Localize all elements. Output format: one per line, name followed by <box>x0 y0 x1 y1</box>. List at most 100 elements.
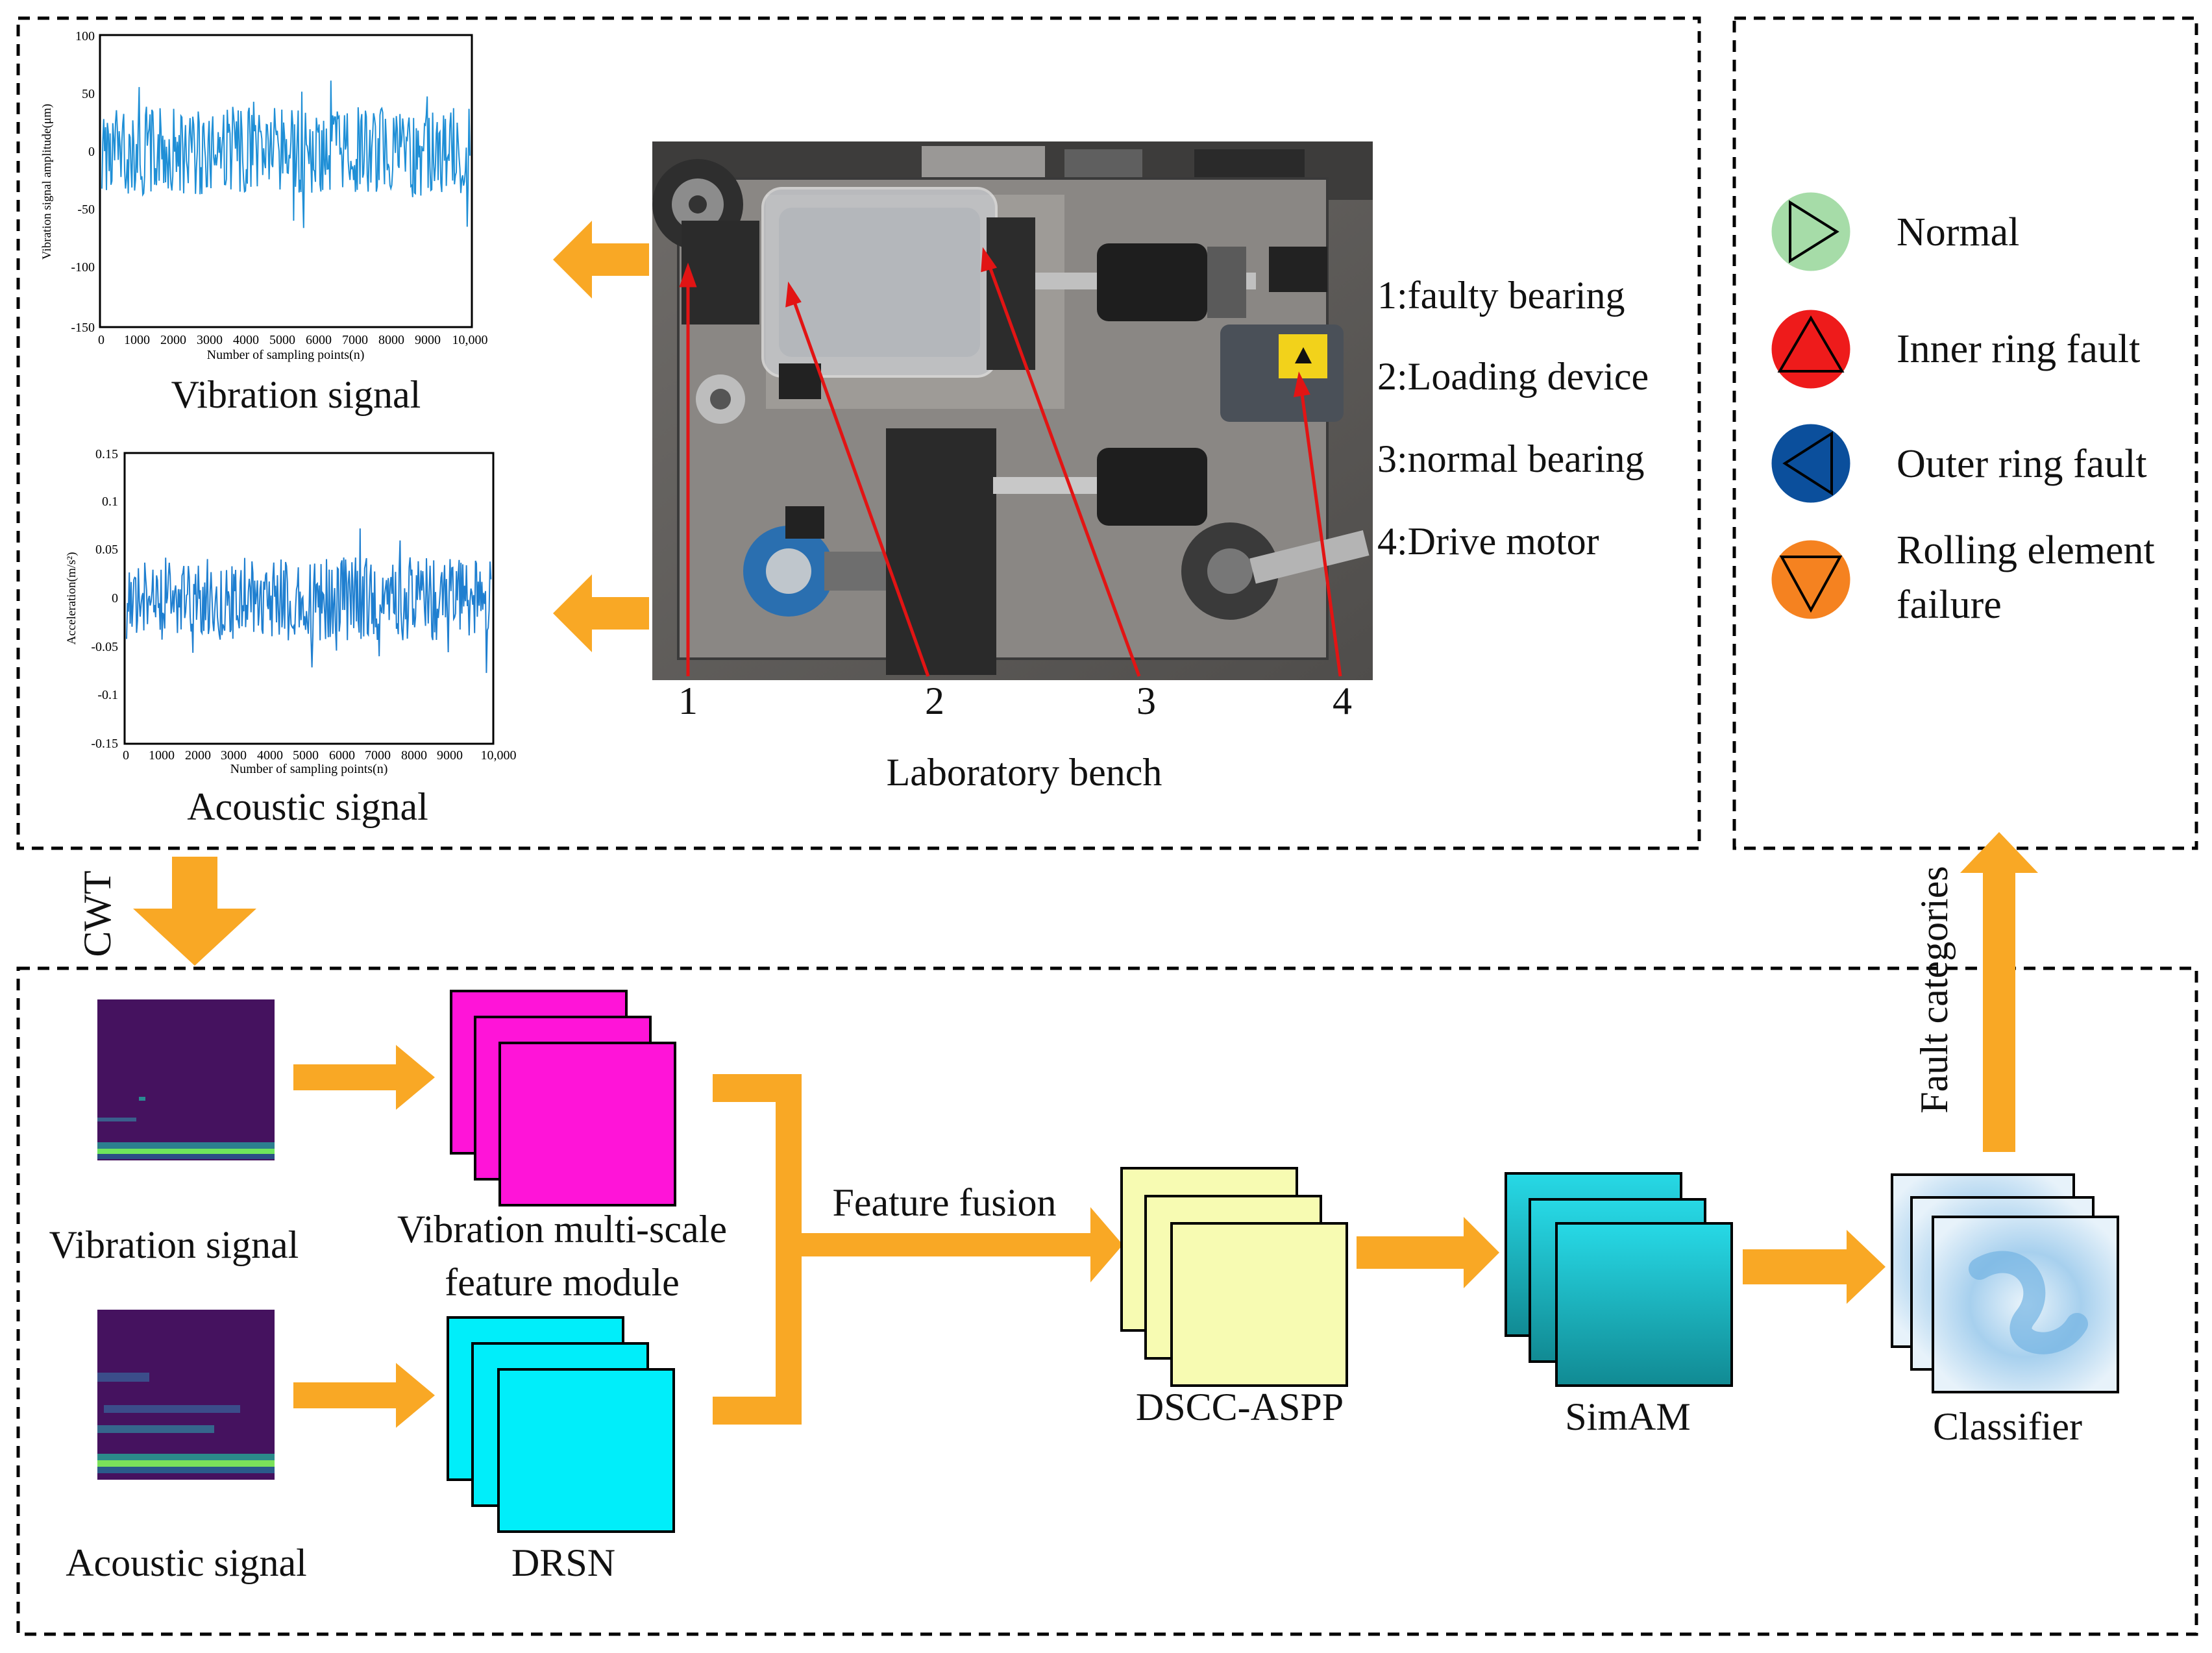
vibration-x-tick: 7000 <box>342 333 368 347</box>
vibration-caption: Vibration signal <box>171 373 421 416</box>
acoustic-x-tick: 9000 <box>437 748 463 763</box>
acoustic-y-ticks: 0.15 0.1 0.05 0 -0.05 -0.1 -0.15 <box>91 447 118 751</box>
acoustic-x-tick: 1000 <box>149 748 175 763</box>
dscc-aspp-module <box>1120 1167 1348 1387</box>
part-label-drive-motor: 4:Drive motor <box>1377 520 1599 563</box>
top-panel-box <box>16 16 1701 850</box>
feature-fusion-arrow <box>713 1074 1123 1425</box>
acoustic-ylabel: Acceleration(m/s²) <box>65 552 79 645</box>
acoustic-xlabel: Number of sampling points(n) <box>230 762 388 776</box>
acoustic-spectrogram <box>97 1310 275 1480</box>
bench-number: 2 <box>925 680 944 722</box>
bottom-panel-box <box>16 966 2198 1636</box>
drsn-module <box>447 1316 675 1533</box>
vibration-ylabel: Vibration signal amplitude(μm) <box>40 104 54 260</box>
acoustic-x-tick: 7000 <box>365 748 391 763</box>
acoustic-y-tick: 0.05 <box>95 543 118 557</box>
acoustic-x-tick: 5000 <box>293 748 319 763</box>
fault-legend: Normal Inner ring fault Outer ring fault… <box>1769 190 2155 627</box>
bench-number: 3 <box>1137 680 1156 722</box>
cwt-label: CWT <box>76 870 119 957</box>
acoustic-x-ticks: 0 1000 2000 3000 4000 5000 6000 7000 800… <box>123 748 517 763</box>
fault-categories-arrow <box>1960 832 2038 1152</box>
vibration-x-tick: 4000 <box>233 333 259 347</box>
triangle-down-icon <box>1769 538 1852 621</box>
acoustic-waveform <box>126 528 492 673</box>
vibration-x-tick: 1000 <box>124 333 150 347</box>
acoustic-chart: 0.15 0.1 0.05 0 -0.05 -0.1 -0.15 0 1000 … <box>65 447 517 828</box>
vibration-y-tick: 50 <box>82 87 95 101</box>
bench-indicator-arrows <box>679 247 1342 677</box>
acoustic-x-tick: 0 <box>123 748 129 763</box>
vibration-x-tick: 6000 <box>306 333 332 347</box>
vibration-x-tick: 0 <box>98 333 104 347</box>
fault-categories-label: Fault categories <box>1913 866 1956 1114</box>
acoustic-x-tick: 2000 <box>185 748 211 763</box>
vibration-plot-frame <box>99 34 473 328</box>
drsn-label: DRSN <box>511 1541 615 1584</box>
dscc-to-simam-arrow <box>1357 1217 1499 1288</box>
vibration-multiscale-module <box>450 990 676 1206</box>
vibration-spectrogram <box>97 999 275 1160</box>
part-label-faulty-bearing: 1:faulty bearing <box>1377 274 1625 317</box>
vibration-x-tick: 9000 <box>415 333 441 347</box>
vibration-y-tick: -50 <box>77 202 95 217</box>
bench-caption: Laboratory bench <box>887 751 1162 794</box>
vibration-y-tick: -150 <box>71 321 95 335</box>
vibration-waveform <box>101 80 471 228</box>
bench-number: 1 <box>678 680 698 722</box>
legend-label-outer-ring: Outer ring fault <box>1897 442 2147 486</box>
laboratory-bench-photo <box>652 141 1373 680</box>
vibration-y-tick: 0 <box>88 145 95 159</box>
part-label-normal-bearing: 3:normal bearing <box>1377 437 1645 480</box>
feature-fusion-label: Feature fusion <box>833 1181 1057 1224</box>
acoustic-y-tick: 0.1 <box>102 495 118 509</box>
vibration-y-ticks: 100 50 0 -50 -100 -150 <box>71 29 95 335</box>
vibration-y-tick: -100 <box>71 260 95 275</box>
vibration-x-tick: 2000 <box>160 333 186 347</box>
vibration-x-ticks: 0 1000 2000 3000 4000 5000 6000 7000 800… <box>98 333 488 347</box>
legend-normal: Normal <box>1769 190 2019 273</box>
vibration-xlabel: Number of sampling points(n) <box>207 348 365 362</box>
legend-label-inner-ring: Inner ring fault <box>1897 327 2140 371</box>
bench-number: 4 <box>1333 680 1352 722</box>
acoustic-y-tick: -0.15 <box>91 737 118 751</box>
vibration-x-tick: 3000 <box>197 333 223 347</box>
legend-label-rolling-element: Rolling element <box>1897 528 2155 572</box>
bench-to-acoustic-arrow <box>553 574 649 652</box>
part-label-loading-device: 2:Loading device <box>1377 355 1649 398</box>
vibration-chart: 100 50 0 -50 -100 -150 0 1000 2000 3000 … <box>40 29 488 416</box>
simam-to-classifier-arrow <box>1743 1230 1886 1304</box>
acoustic-y-tick: -0.05 <box>91 640 118 654</box>
legend-outer-ring: Outer ring fault <box>1769 422 2147 505</box>
vibration-x-tick: 5000 <box>269 333 295 347</box>
legend-rolling-element: Rolling element failure <box>1769 528 2155 627</box>
legend-label-normal: Normal <box>1897 210 2019 254</box>
classifier-module <box>1891 1173 2119 1393</box>
acoustic-input-label: Acoustic signal <box>66 1541 307 1584</box>
dscc-aspp-label: DSCC-ASPP <box>1136 1386 1344 1428</box>
triangle-up-icon <box>1769 308 1852 391</box>
vibration-module-label-1: Vibration multi-scale <box>397 1208 727 1251</box>
acoustic-x-tick: 4000 <box>257 748 283 763</box>
classifier-label: Classifier <box>1933 1405 2082 1448</box>
vibration-y-tick: 100 <box>75 29 95 43</box>
acoustic-y-tick: 0 <box>112 591 118 606</box>
acoustic-x-tick: 6000 <box>329 748 355 763</box>
bench-to-vibration-arrow <box>553 221 649 299</box>
acoustic-x-tick: 10,000 <box>481 748 517 763</box>
legend-label-rolling-element-2: failure <box>1897 583 2002 627</box>
acoustic-y-tick: 0.15 <box>95 447 118 461</box>
acoustic-x-tick: 3000 <box>221 748 247 763</box>
vibration-x-tick: 10,000 <box>452 333 488 347</box>
simam-module <box>1505 1172 1733 1387</box>
simam-label: SimAM <box>1565 1395 1690 1438</box>
vibration-module-label-2: feature module <box>445 1261 680 1304</box>
legend-inner-ring: Inner ring fault <box>1769 308 2140 391</box>
acoustic-to-drsn-arrow <box>293 1363 435 1428</box>
cwt-arrow <box>133 857 256 966</box>
acoustic-y-tick: -0.1 <box>97 688 118 702</box>
acoustic-caption: Acoustic signal <box>187 785 428 828</box>
